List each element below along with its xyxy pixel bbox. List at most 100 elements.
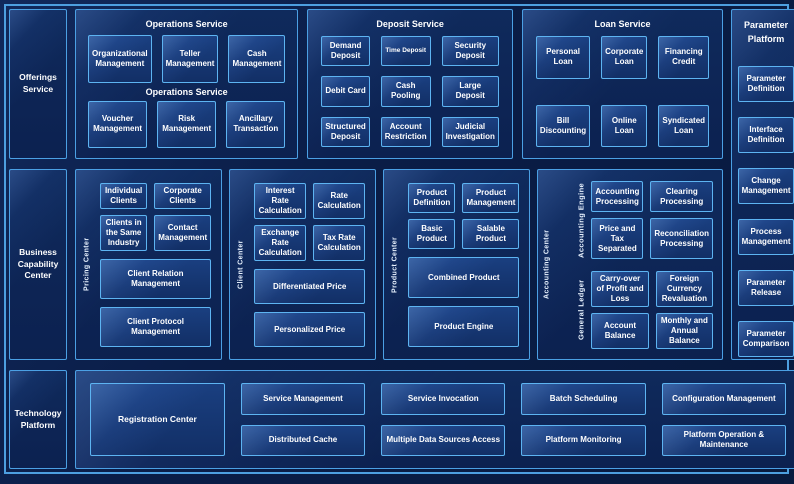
client-center-panel: Client Center Interest Rate Calculation … [229, 169, 377, 360]
combined-product-box: Combined Product [408, 257, 520, 299]
personal-loan-box: Personal Loan [535, 36, 591, 79]
interest-rate-calculation-box: Interest Rate Calculation [254, 183, 307, 219]
security-deposit-box: Security Deposit [441, 36, 499, 67]
individual-clients-box: Individual Clients [100, 183, 148, 209]
rate-calculation-box: Rate Calculation [313, 183, 366, 219]
middle-row: Pricing Center Individual Clients Corpor… [75, 169, 724, 360]
account-restriction-box: Account Restriction [380, 116, 431, 147]
service-management-box: Service Management [240, 383, 366, 415]
configuration-management-box: Configuration Management [661, 383, 787, 415]
corporate-loan-box: Corporate Loan [601, 36, 648, 79]
technology-platform-content-panel: Registration Center Service Management D… [75, 370, 794, 469]
batch-scheduling-box: Batch Scheduling [521, 383, 646, 415]
demand-deposit-box: Demand Deposit [321, 36, 370, 67]
multiple-data-sources-access-box: Multiple Data Sources Access [381, 424, 506, 456]
clients-same-industry-box: Clients in the Same Industry [100, 215, 148, 251]
online-loan-box: Online Loan [601, 104, 648, 147]
loan-service-panel: Loan Service Personal Loan Corporate Loa… [521, 9, 724, 159]
teller-management-box: Teller Management [161, 35, 219, 83]
loan-service-title: Loan Service [594, 19, 651, 29]
technology-column-2: Service Invocation Multiple Data Sources… [381, 383, 506, 456]
operations-service-subtitle: Operations Service [145, 86, 228, 97]
pricing-center-panel: Pricing Center Individual Clients Corpor… [75, 169, 223, 360]
outer-frame: Offerings Service Business Capability Ce… [4, 4, 794, 474]
salable-product-box: Salable Product [462, 219, 520, 250]
distributed-cache-box: Distributed Cache [240, 424, 366, 456]
parameter-definition-box: Parameter Definition [738, 65, 794, 102]
risk-management-box: Risk Management [157, 100, 217, 148]
process-management-box: Process Management [738, 218, 794, 255]
registration-center-box: Registration Center [90, 383, 225, 456]
tax-rate-calculation-box: Tax Rate Calculation [313, 225, 366, 261]
differentiated-price-box: Differentiated Price [254, 269, 366, 304]
contact-management-box: Contact Management [154, 215, 212, 251]
product-definition-box: Product Definition [408, 183, 456, 214]
account-balance-box: Account Balance [591, 313, 649, 349]
parameter-release-box: Parameter Release [738, 269, 794, 306]
general-ledger-group: General Ledger Carry-over of Profit and … [575, 271, 714, 349]
structured-deposit-box: Structured Deposit [321, 116, 370, 147]
parameter-comparison-box: Parameter Comparison [738, 320, 794, 357]
accounting-engine-group: Accounting Engine Accounting Processing … [575, 181, 714, 259]
client-relation-management-box: Client Relation Management [100, 259, 212, 299]
top-row: Operations Service Organizational Manage… [75, 9, 724, 159]
deposit-service-panel: Deposit Service Demand Deposit Time Depo… [307, 9, 513, 159]
diagram-grid: Offerings Service Business Capability Ce… [9, 9, 794, 469]
service-invocation-box: Service Invocation [381, 383, 506, 415]
cash-pooling-box: Cash Pooling [380, 76, 431, 107]
parameter-platform-title: Parameter Platform [744, 20, 789, 45]
bill-discounting-box: Bill Discounting [535, 104, 591, 147]
clearing-processing-box: Clearing Processing [650, 181, 714, 212]
carry-over-profit-loss-box: Carry-over of Profit and Loss [591, 271, 649, 307]
general-ledger-label: General Ledger [576, 279, 586, 341]
judicial-investigation-box: Judicial Investigation [441, 116, 499, 147]
accounting-processing-box: Accounting Processing [591, 181, 644, 212]
product-center-small-boxes: Product Definition Product Management Ba… [408, 183, 520, 250]
syndicated-loan-box: Syndicated Loan [658, 104, 710, 147]
exchange-rate-calculation-box: Exchange Rate Calculation [254, 225, 307, 261]
operations-service-title: Operations Service [145, 19, 228, 29]
basic-product-box: Basic Product [408, 219, 456, 250]
pricing-center-label: Pricing Center [83, 237, 91, 292]
personalized-price-box: Personalized Price [254, 312, 366, 347]
deposit-boxes: Demand Deposit Time Deposit Security Dep… [321, 36, 499, 147]
accounting-engine-label: Accounting Engine [576, 182, 586, 258]
rail-offerings-service: Offerings Service [9, 9, 67, 159]
organizational-management-box: Organizational Management [88, 35, 152, 83]
rail-business-label: Business Capability Center [17, 246, 59, 281]
parameter-platform-panel: Parameter Platform Parameter Definition … [731, 9, 794, 360]
financing-credit-box: Financing Credit [658, 36, 710, 79]
corporate-clients-box: Corporate Clients [154, 183, 212, 209]
technology-column-3: Batch Scheduling Platform Monitoring [521, 383, 646, 456]
general-ledger-boxes: Carry-over of Profit and Loss Foreign Cu… [591, 271, 714, 349]
product-center-panel: Product Center Product Definition Produc… [383, 169, 531, 360]
time-deposit-box: Time Deposit [380, 36, 431, 67]
operations-service-panel: Operations Service Organizational Manage… [75, 9, 299, 159]
operations-row-2: Voucher Management Risk Management Ancil… [88, 100, 286, 148]
rail-business-capability-center: Business Capability Center [9, 169, 67, 360]
product-center-label: Product Center [391, 236, 399, 293]
accounting-engine-boxes: Accounting Processing Clearing Processin… [591, 181, 714, 259]
cash-management-box: Cash Management [228, 35, 286, 83]
client-center-small-boxes: Interest Rate Calculation Rate Calculati… [254, 183, 366, 261]
debit-card-box: Debit Card [321, 76, 370, 107]
interface-definition-box: Interface Definition [738, 116, 794, 153]
ancillary-transaction-box: Ancillary Transaction [226, 100, 286, 148]
deposit-service-title: Deposit Service [376, 19, 444, 29]
pricing-center-small-boxes: Individual Clients Corporate Clients Cli… [100, 183, 212, 251]
monthly-annual-balance-box: Monthly and Annual Balance [655, 313, 714, 349]
change-management-box: Change Management [738, 167, 794, 204]
rail-offerings-label: Offerings Service [19, 72, 57, 94]
product-management-box: Product Management [462, 183, 520, 214]
client-center-label: Client Center [237, 240, 245, 289]
foreign-currency-revaluation-box: Foreign Currency Revaluation [655, 271, 714, 307]
operations-row-1: Organizational Management Teller Managem… [88, 35, 286, 83]
price-tax-separated-box: Price and Tax Separated [591, 218, 644, 259]
rail-technology-platform: Technology Platform [9, 370, 67, 469]
client-protocol-management-box: Client Protocol Management [100, 307, 212, 347]
reconciliation-processing-box: Reconciliation Processing [650, 218, 714, 259]
technology-column-1: Service Management Distributed Cache [240, 383, 366, 456]
technology-column-4: Configuration Management Platform Operat… [661, 383, 787, 456]
loan-boxes: Personal Loan Corporate Loan Financing C… [535, 36, 710, 147]
